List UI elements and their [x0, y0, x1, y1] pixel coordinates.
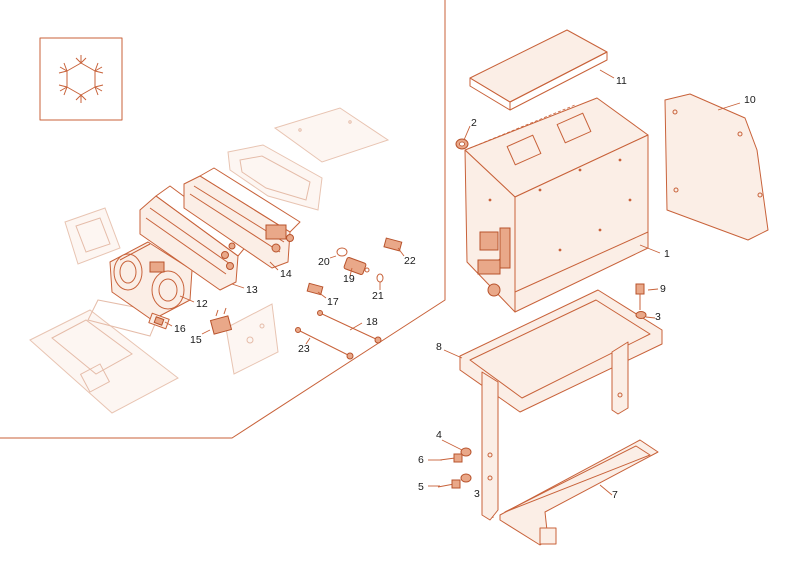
part-3-washer-lower — [460, 473, 472, 483]
rear-cover-plate — [273, 107, 390, 163]
part-3-washer-upper — [635, 311, 647, 319]
part-5-screw — [437, 479, 461, 489]
label-part-7: 7 — [612, 489, 618, 501]
label-part-19: 19 — [343, 273, 355, 285]
alignment-line-top — [469, 104, 576, 149]
label-part-13: 13 — [246, 284, 258, 296]
part-20-o-ring — [336, 247, 348, 257]
section-divider — [0, 0, 446, 439]
part-labels: 1 2 3 3 4 5 6 7 8 9 10 11 12 13 14 15 16… — [174, 75, 756, 501]
label-part-2: 2 — [471, 117, 477, 129]
label-part-11: 11 — [616, 75, 627, 87]
label-part-8: 8 — [436, 341, 442, 353]
label-part-12: 12 — [196, 298, 208, 310]
label-part-3-upper: 3 — [655, 311, 661, 323]
part-23-rod — [295, 327, 354, 360]
leader-lines — [164, 69, 741, 496]
part-16-resistor — [148, 312, 170, 330]
part-11-air-filter — [469, 29, 608, 111]
label-part-23: 23 — [298, 343, 310, 355]
label-part-18: 18 — [366, 316, 378, 328]
part-17-clip — [306, 282, 324, 296]
base-tray — [29, 309, 179, 414]
part-1-main-housing — [464, 97, 649, 313]
part-9-bolt — [635, 283, 645, 310]
part-19-connector — [343, 257, 370, 275]
label-part-20: 20 — [318, 256, 330, 268]
side-panel-left — [64, 207, 121, 265]
part-2-bushing — [455, 138, 469, 150]
label-part-22: 22 — [404, 255, 416, 267]
part-10-side-cover — [664, 93, 769, 241]
label-part-10: 10 — [744, 94, 756, 106]
label-part-9: 9 — [660, 283, 666, 295]
part-14-heater-core — [183, 167, 301, 269]
label-part-15: 15 — [190, 334, 202, 346]
label-part-16: 16 — [174, 323, 186, 335]
label-part-5: 5 — [418, 481, 424, 493]
label-part-1: 1 — [664, 248, 670, 260]
part-22-clamp — [383, 237, 403, 252]
part-15-switch — [209, 307, 233, 335]
side-panel-right — [225, 303, 279, 375]
label-part-17: 17 — [327, 296, 339, 308]
part-13-evaporator-coil — [139, 185, 249, 291]
part-4-washer — [460, 447, 472, 457]
label-part-14: 14 — [280, 268, 292, 280]
part-8-mounting-frame — [459, 289, 663, 521]
air-outlet-frame — [227, 144, 323, 211]
part-6-screw — [439, 453, 463, 463]
part-18-rod — [317, 310, 382, 344]
label-part-4: 4 — [436, 429, 442, 441]
part-21-ring — [376, 273, 384, 283]
label-part-21: 21 — [372, 290, 384, 302]
part-7-foot-rail — [499, 439, 659, 546]
label-part-3-lower: 3 — [474, 488, 480, 500]
label-part-6: 6 — [418, 454, 424, 466]
snowflake-icon — [39, 37, 123, 121]
